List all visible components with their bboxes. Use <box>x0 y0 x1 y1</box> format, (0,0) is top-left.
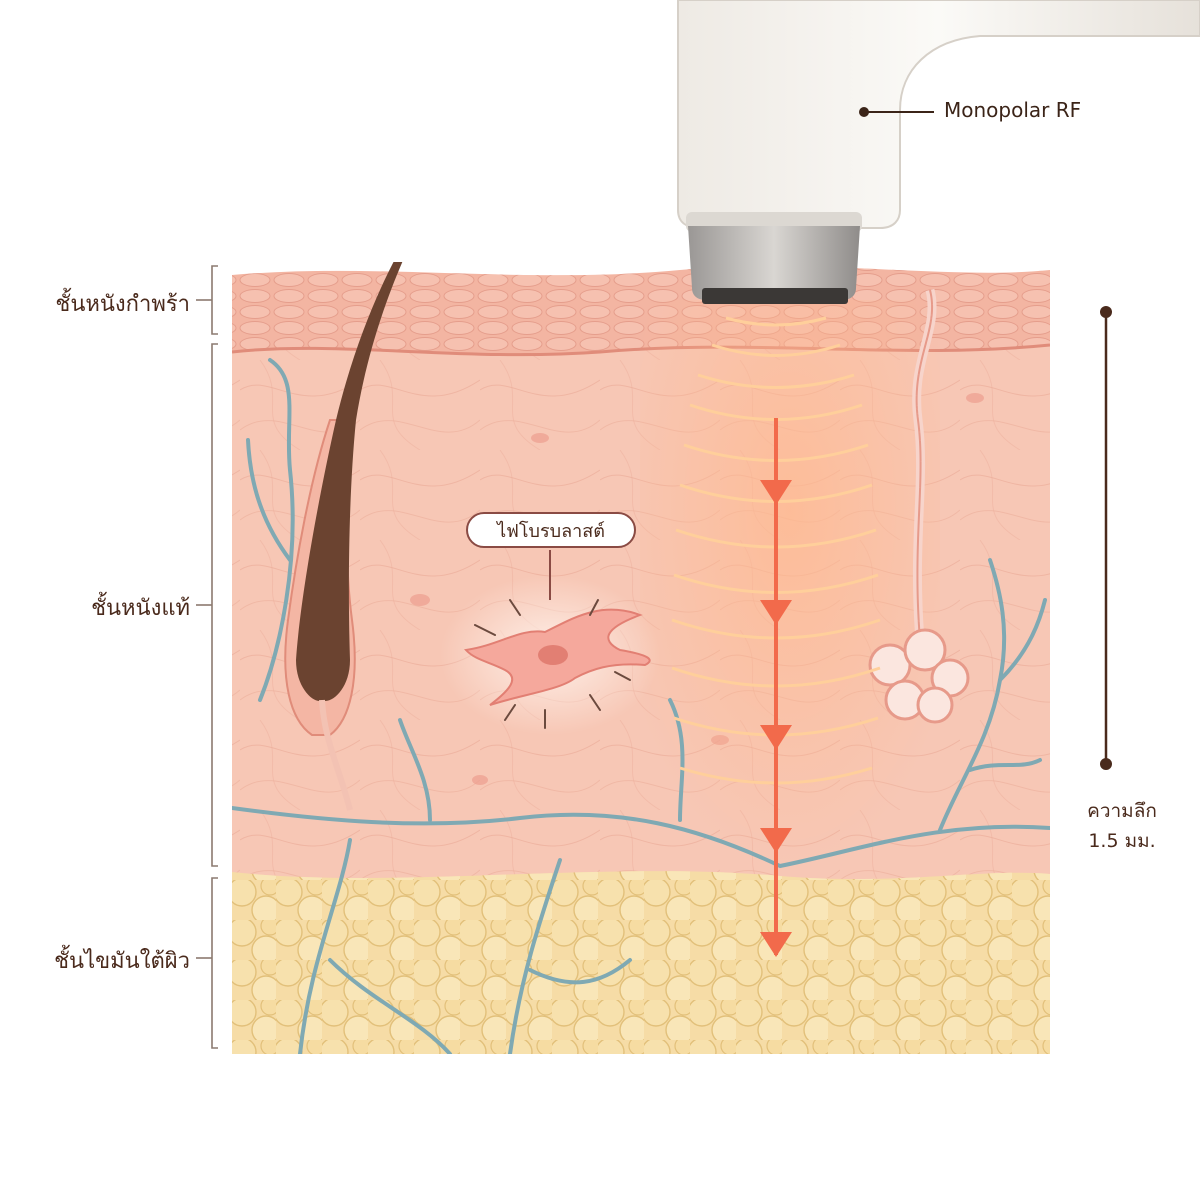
skin-cross-section <box>232 262 1050 1054</box>
energy-arrows <box>760 418 792 957</box>
sweat-gland-icon <box>868 288 970 724</box>
label-device: Monopolar RF <box>944 98 1082 122</box>
device-leader <box>859 107 934 117</box>
layer-brackets <box>196 265 218 1049</box>
blood-vessels <box>232 358 1050 1054</box>
label-subcutaneous: ชั้นไขมันใต้ผิว <box>54 949 190 974</box>
label-dermis: ชั้นหนังแท้ <box>91 596 190 621</box>
label-depth-title: ความลึก <box>1087 800 1157 822</box>
label-epidermis: ชั้นหนังกำพร้า <box>55 292 190 317</box>
label-depth: ความลึก 1.5 มม. <box>1052 796 1192 857</box>
rf-handpiece-icon <box>677 0 1200 304</box>
label-fibroblast: ไฟโบรบลาสต์ <box>466 512 636 548</box>
hair-follicle-icon <box>284 262 403 811</box>
fibroblast-cell-icon <box>440 550 660 735</box>
label-depth-value: 1.5 มม. <box>1088 830 1156 853</box>
depth-bar <box>1100 306 1112 770</box>
